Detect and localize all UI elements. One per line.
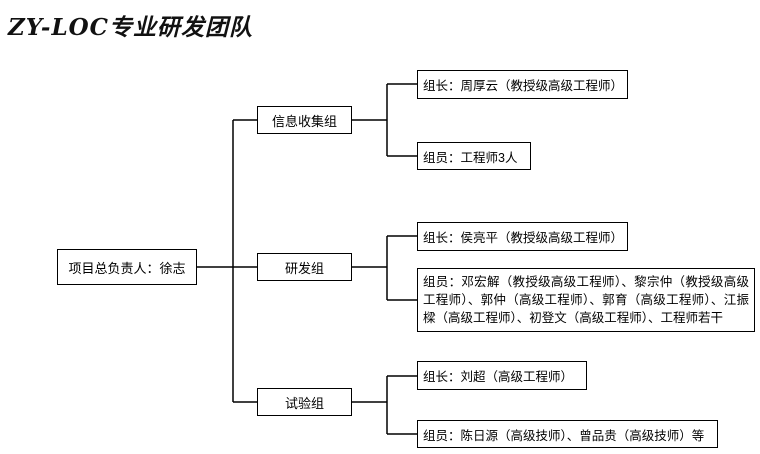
members-node-info-collection: 组员：工程师3人 [417, 142, 531, 170]
members-label: 组员：陈日源（高级技师）、曾品贵（高级技师）等 [423, 428, 705, 443]
leader-node-test: 组长：刘超（高级工程师） [417, 361, 587, 390]
members-label: 组员：邓宏解（教授级高级工程师）、黎宗仲（教授级高级工程师）、郭仲（高级工程师）… [423, 275, 749, 325]
group-node-info-collection: 信息收集组 [257, 106, 352, 134]
leader-label: 组长：刘超（高级工程师） [423, 370, 574, 384]
members-label: 组员：工程师3人 [423, 150, 518, 165]
leader-node-rnd: 组长：侯亮平（教授级高级工程师） [417, 222, 628, 251]
leader-node-info-collection: 组长：周厚云（教授级高级工程师） [417, 70, 628, 99]
page-title: ZY-LOC专业研发团队 [8, 14, 253, 41]
members-node-rnd: 组员：邓宏解（教授级高级工程师）、黎宗仲（教授级高级工程师）、郭仲（高级工程师）… [417, 268, 755, 332]
root-node: 项目总负责人：徐志 [57, 249, 197, 285]
leader-label: 组长：侯亮平（教授级高级工程师） [423, 231, 624, 245]
members-node-test: 组员：陈日源（高级技师）、曾品贵（高级技师）等 [417, 420, 718, 448]
group-node-test: 试验组 [257, 388, 352, 416]
group-node-rnd: 研发组 [257, 253, 352, 281]
group-name-label: 研发组 [284, 260, 324, 276]
group-name-label: 信息收集组 [271, 113, 337, 129]
root-node-label: 项目总负责人：徐志 [68, 260, 186, 276]
leader-label: 组长：周厚云（教授级高级工程师） [423, 79, 624, 93]
group-name-label: 试验组 [284, 395, 324, 411]
